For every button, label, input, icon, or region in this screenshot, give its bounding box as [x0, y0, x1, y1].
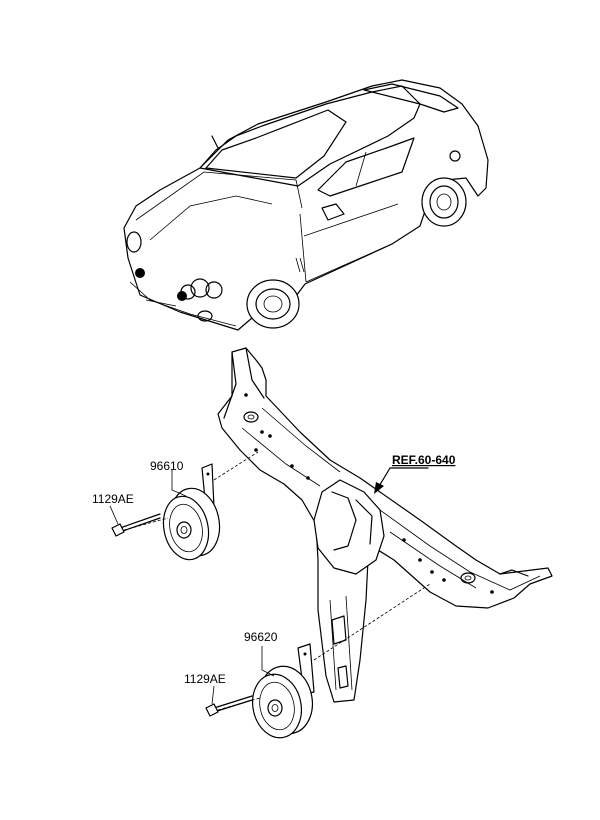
horn-lower: 96620 1129AE [184, 583, 431, 739]
bolt-lower-label: 1129AE [184, 672, 226, 686]
ref-label: REF.60-640 [392, 453, 456, 467]
horn-lower-label: 96620 [244, 630, 278, 644]
ref-callout: REF.60-640 [374, 453, 456, 494]
horn-upper: 96610 1129AE [92, 451, 259, 561]
bolt-upper [111, 513, 161, 537]
bolt-lower [205, 695, 253, 717]
horn-upper-label: 96610 [150, 459, 184, 473]
car-illustration [123, 79, 489, 331]
bolt-upper-label: 1129AE [92, 492, 134, 506]
radiator-support-panel [217, 347, 553, 703]
